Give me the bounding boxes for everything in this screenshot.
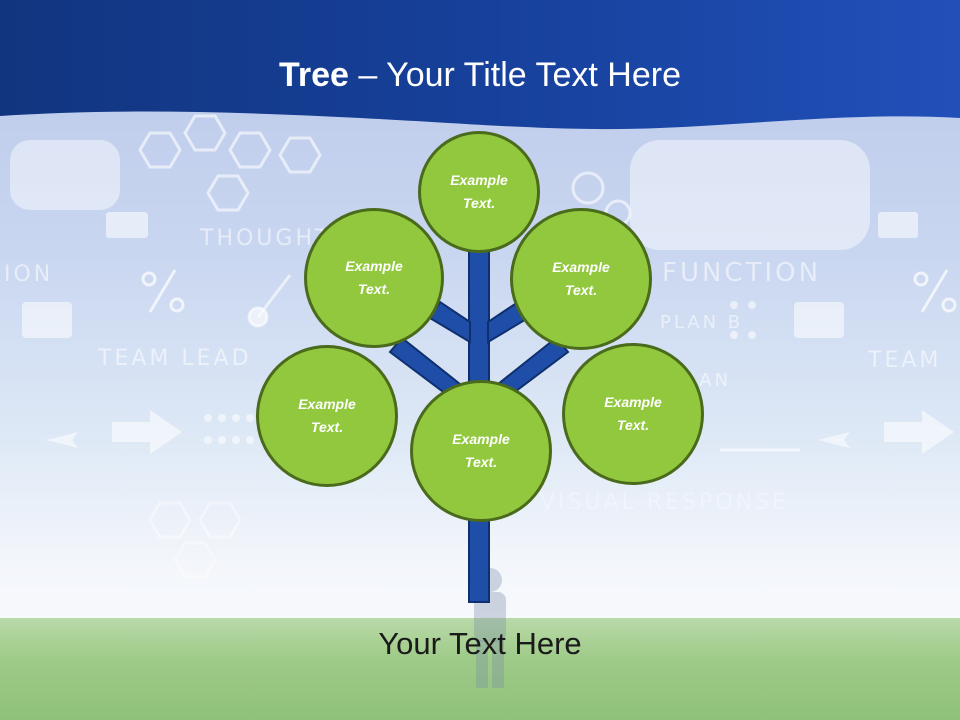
bg-word-plan-b: PLAN B: [660, 312, 744, 333]
bg-word-function: FUNCTION: [662, 258, 822, 288]
arrow-right-icon: [112, 410, 182, 454]
title-rest: – Your Title Text Here: [348, 56, 681, 94]
node-label: Example Text.: [452, 431, 510, 470]
airplane-icon: [46, 432, 78, 448]
bg-word-ion: ION: [4, 262, 54, 287]
node-label: Example Text.: [298, 396, 356, 435]
speech-bubble-icon: [794, 302, 844, 338]
hexagon-icon: [173, 541, 217, 579]
tree-node-center: Example Text.: [410, 380, 552, 522]
hexagon-icon: [228, 131, 272, 169]
node-label: Example Text.: [450, 172, 508, 211]
bg-word-visual-response: VISUAL RESPONSE: [540, 490, 789, 515]
hexagon-icon: [183, 114, 227, 152]
slide-title: Tree – Your Title Text Here: [0, 52, 960, 98]
world-map-dots: [630, 140, 870, 250]
node-label: Example Text.: [345, 258, 403, 297]
airplane-icon: [818, 432, 850, 448]
node-label: Example Text.: [604, 394, 662, 433]
tree-node-top: Example Text.: [418, 131, 540, 253]
info-icon: [878, 212, 918, 238]
tree-node-upper-left: Example Text.: [304, 208, 444, 348]
bg-word-thought: THOUGHT: [200, 226, 332, 251]
hexagon-icon: [278, 136, 322, 174]
hexagon-icon: [148, 501, 192, 539]
hexagon-icon: [138, 131, 182, 169]
arrow-right-icon: [884, 410, 954, 454]
title-bold: Tree: [279, 56, 349, 94]
hexagon-icon: [198, 501, 242, 539]
bg-word-team-lead: TEAM LEAD: [98, 346, 252, 371]
node-label: Example Text.: [552, 259, 610, 298]
world-map-dots: [10, 140, 120, 210]
info-icon: [106, 212, 148, 238]
hexagon-icon: [206, 174, 250, 212]
bg-word-team: TEAM: [868, 348, 942, 373]
footer-text: Your Text Here: [378, 626, 582, 661]
tree-node-upper-right: Example Text.: [510, 208, 652, 350]
speech-bubble-icon: [22, 302, 72, 338]
grass-ground: [0, 618, 960, 720]
tree-node-lower-left: Example Text.: [256, 345, 398, 487]
gear-icon: [571, 171, 605, 205]
tree-node-lower-right: Example Text.: [562, 343, 704, 485]
